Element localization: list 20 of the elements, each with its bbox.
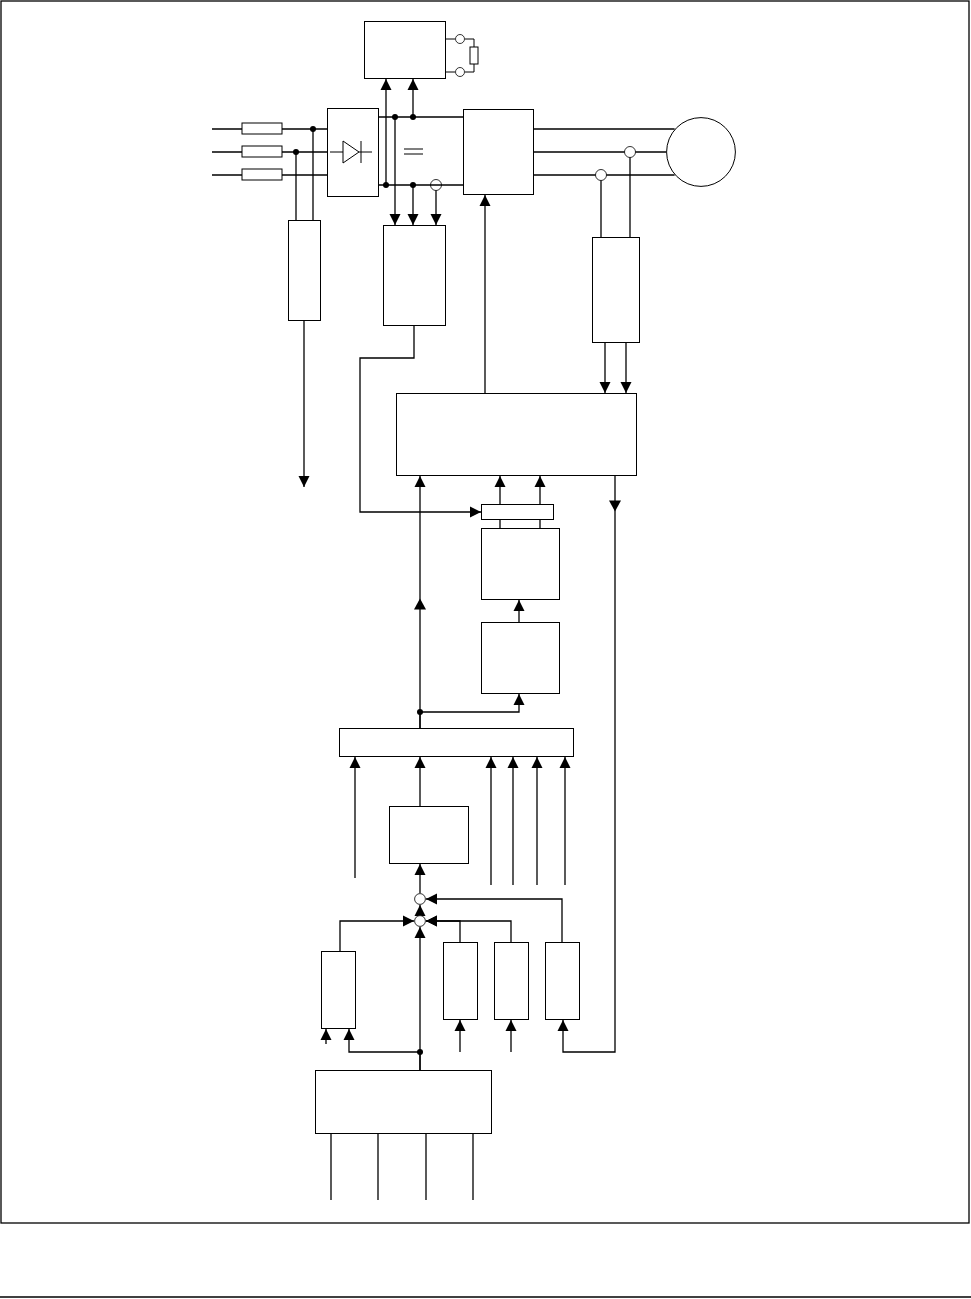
block-box bbox=[327, 108, 379, 197]
block-box bbox=[383, 225, 446, 326]
block-box bbox=[339, 728, 574, 757]
block-box bbox=[481, 504, 554, 520]
block-box bbox=[443, 942, 478, 1020]
block-box bbox=[463, 109, 534, 195]
summing-junction bbox=[414, 893, 426, 905]
motor-circle bbox=[666, 117, 736, 187]
block-box bbox=[545, 942, 580, 1020]
block-box bbox=[321, 951, 356, 1029]
block-box bbox=[494, 942, 529, 1020]
block-box bbox=[364, 21, 446, 79]
block-box bbox=[592, 237, 640, 343]
block-box bbox=[481, 528, 560, 600]
block-box bbox=[315, 1070, 492, 1134]
block-box bbox=[288, 220, 321, 321]
block-box bbox=[389, 806, 469, 864]
block-box bbox=[481, 622, 560, 694]
block-box bbox=[396, 393, 637, 476]
summing-junction bbox=[414, 915, 426, 927]
